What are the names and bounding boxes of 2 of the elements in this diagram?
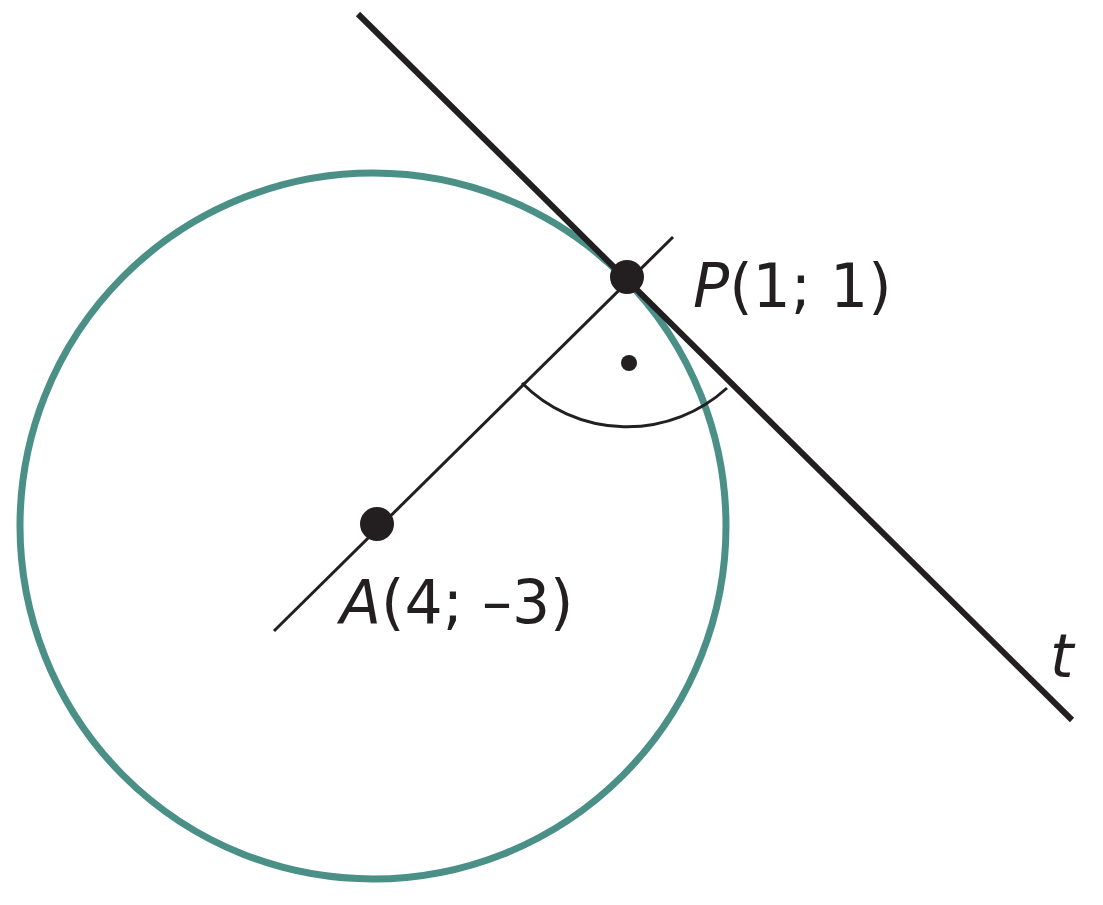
point-label: P(1; 1) [693,256,892,316]
line-label: t [1050,626,1074,686]
